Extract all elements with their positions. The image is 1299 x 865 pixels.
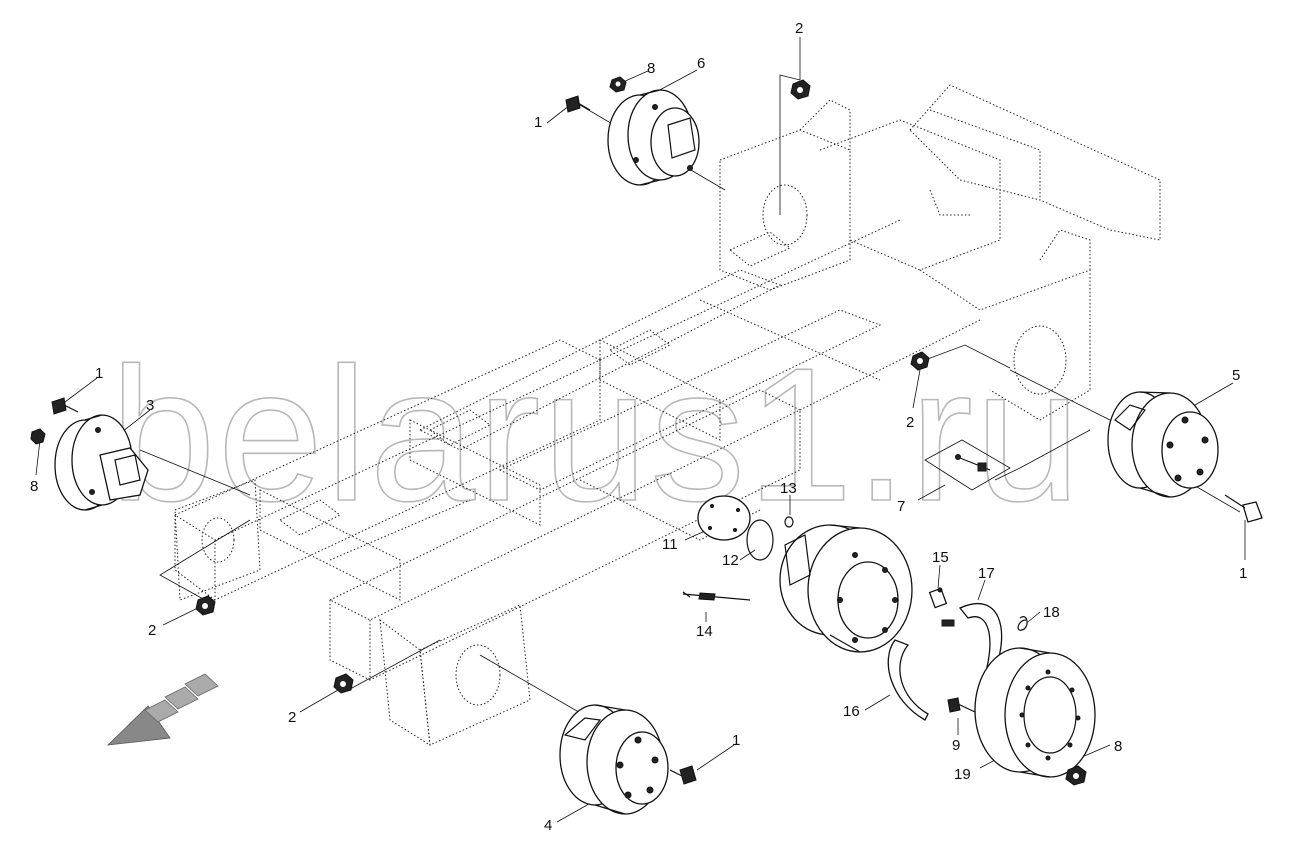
nut-top-right — [790, 79, 811, 100]
nut-right — [910, 351, 930, 371]
nut-left — [30, 428, 46, 445]
callout-5: 5 — [1232, 367, 1240, 384]
callout-2: 2 — [906, 414, 914, 431]
callout-4: 4 — [544, 817, 552, 834]
spring-clip — [1017, 616, 1028, 631]
wheel-hub-front — [559, 704, 669, 815]
bolt-right — [1224, 494, 1263, 523]
callout-1: 1 — [1239, 565, 1247, 582]
direction-arrow — [106, 673, 219, 746]
callout-2: 2 — [148, 622, 156, 639]
nut-left-lower — [195, 595, 216, 616]
wheel-hub-right — [1107, 391, 1219, 498]
callout-1: 1 — [534, 114, 542, 131]
callout-8: 8 — [1114, 738, 1122, 755]
drum-nut — [1065, 765, 1087, 786]
sensor — [928, 587, 948, 609]
callout-14: 14 — [696, 623, 713, 640]
callout-9: 9 — [952, 737, 960, 754]
callout-17: 17 — [978, 565, 995, 582]
shaft — [682, 591, 751, 601]
callout-15: 15 — [932, 549, 949, 566]
bolt-top — [565, 95, 591, 113]
vehicle-frame — [173, 84, 1161, 746]
cover-plate — [697, 495, 751, 541]
callout-13: 13 — [780, 480, 797, 497]
callout-8: 8 — [647, 60, 655, 77]
bolt-left — [51, 397, 79, 415]
brake-drum — [974, 647, 1096, 778]
brake-bolt — [947, 697, 976, 713]
brake-hub-assembly — [779, 524, 913, 653]
callout-7: 7 — [897, 498, 905, 515]
nut-front — [333, 673, 354, 694]
callout-2: 2 — [288, 709, 296, 726]
wheel-hub-left — [54, 414, 149, 511]
small-seal — [784, 516, 794, 528]
callout-1: 1 — [732, 732, 740, 749]
callout-8: 8 — [30, 478, 38, 495]
bolt-front — [669, 765, 697, 785]
callout-6: 6 — [697, 55, 705, 72]
callout-11: 11 — [662, 536, 678, 553]
callout-3: 3 — [146, 397, 154, 414]
callout-16: 16 — [843, 703, 860, 720]
repair-kit — [924, 439, 1011, 491]
callout-12: 12 — [722, 552, 739, 569]
wheel-hub-top — [607, 89, 700, 186]
callout-2: 2 — [795, 20, 803, 37]
brake-shoe-lower — [887, 639, 929, 721]
callout-labels: 2 8 6 1 1 3 8 2 2 1 4 2 5 1 7 11 12 13 1… — [30, 20, 1247, 834]
callout-1: 1 — [95, 365, 103, 382]
o-ring — [746, 519, 774, 561]
callout-19: 19 — [954, 766, 971, 783]
nut-top — [609, 76, 627, 93]
callout-18: 18 — [1043, 604, 1060, 621]
watermark-text: belarus1.ru — [110, 329, 1083, 541]
